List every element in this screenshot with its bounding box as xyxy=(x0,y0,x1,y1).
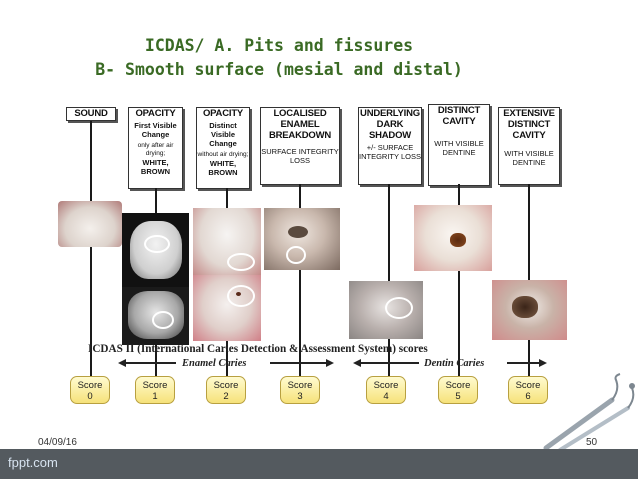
box-heading: SOUND xyxy=(74,108,108,119)
criteria-box-sound: SOUND xyxy=(66,107,116,121)
tooth-photo-score0 xyxy=(58,201,122,247)
tooth-photo-score1b xyxy=(122,287,189,345)
lesion-marker xyxy=(227,253,255,271)
enamel-caries-label: Enamel Caries xyxy=(182,358,247,369)
lesion-marker xyxy=(385,297,413,319)
score-label: Score xyxy=(287,380,313,391)
connector-line xyxy=(458,184,460,376)
box-heading: OPACITY xyxy=(135,108,176,119)
box-heading: DISTINCT CAVITY xyxy=(437,105,481,127)
score-value: 3 xyxy=(297,391,303,402)
enamel-caries-arrow xyxy=(118,359,334,367)
score-value: 5 xyxy=(455,391,461,402)
dentin-caries-arrow xyxy=(353,359,547,367)
box-heading: UNDERLYING DARK SHADOW xyxy=(360,108,420,141)
box-heading: LOCALISED ENAMEL BREAKDOWN xyxy=(268,108,332,141)
box-subtext: +/- SURFACE INTEGRITY LOSS xyxy=(359,143,421,161)
tooth-photo-score2b xyxy=(193,275,261,341)
lesion-marker xyxy=(144,235,170,253)
tooth-photo-score4 xyxy=(349,281,423,339)
tooth-photo-score1a xyxy=(122,213,189,287)
criteria-box-localised-breakdown: LOCALISED ENAMEL BREAKDOWN SURFACE INTEG… xyxy=(260,107,340,185)
lesion-marker xyxy=(227,285,255,307)
lesion-marker xyxy=(286,246,306,264)
score-value: 6 xyxy=(525,391,531,402)
icdas-caption: ICDAS II (International Caries Detection… xyxy=(88,343,428,355)
box-subtext: Distinct Visible Change xyxy=(209,121,237,148)
box-subtext: SURFACE INTEGRITY LOSS xyxy=(261,147,339,165)
box-subtext: WITH VISIBLE DENTINE xyxy=(504,149,554,167)
box-subtext: First Visible Change xyxy=(134,121,177,139)
tooth-photo-score6 xyxy=(492,280,567,340)
box-bold-text: WHITE, BROWN xyxy=(140,158,171,176)
score-value: 1 xyxy=(152,391,158,402)
score-label: Score xyxy=(213,380,239,391)
slide-page-number: 50 xyxy=(586,437,598,448)
footer-brand[interactable]: fppt.com xyxy=(8,455,58,470)
dentin-caries-label: Dentin Caries xyxy=(424,358,485,369)
score-value: 4 xyxy=(383,391,389,402)
box-heading: OPACITY xyxy=(202,108,244,119)
connector-line xyxy=(90,121,92,376)
score-label: Score xyxy=(445,380,471,391)
criteria-box-opacity-distinct: OPACITY Distinct Visible Change without … xyxy=(196,107,250,189)
slide-date: 04/09/16 xyxy=(38,437,77,448)
lesion-marker xyxy=(152,311,174,329)
box-bold-text: WHITE, BROWN xyxy=(208,159,238,177)
score-label: Score xyxy=(77,380,103,391)
criteria-box-dark-shadow: UNDERLYING DARK SHADOW +/- SURFACE INTEG… xyxy=(358,107,422,185)
tooth-photo-score3 xyxy=(264,208,340,270)
box-subtext: WITH VISIBLE DENTINE xyxy=(434,139,484,157)
criteria-box-distinct-cavity: DISTINCT CAVITY WITH VISIBLE DENTINE xyxy=(428,104,490,186)
connector-line xyxy=(299,184,301,376)
criteria-box-opacity-first: OPACITY First Visible Change only after … xyxy=(128,107,183,189)
score-value: 0 xyxy=(87,391,93,402)
dental-instruments-icon xyxy=(543,373,635,452)
footer-bar: fppt.com xyxy=(0,449,638,479)
box-note: only after air drying; xyxy=(137,142,174,157)
score-label: Score xyxy=(515,380,541,391)
slide-title-line2: B- Smooth surface (mesial and distal) xyxy=(95,60,463,79)
tooth-photo-score5 xyxy=(414,205,492,271)
score-label: Score xyxy=(373,380,399,391)
score-label: Score xyxy=(142,380,168,391)
box-heading: EXTENSIVE DISTINCT CAVITY xyxy=(503,108,555,141)
score-value: 2 xyxy=(223,391,229,402)
connector-line xyxy=(388,184,390,376)
slide-title-line1: ICDAS/ A. Pits and fissures xyxy=(144,36,414,55)
box-note: without air drying; xyxy=(197,151,249,158)
tooth-photo-score2a xyxy=(193,208,261,275)
criteria-box-extensive-cavity: EXTENSIVE DISTINCT CAVITY WITH VISIBLE D… xyxy=(498,107,560,185)
